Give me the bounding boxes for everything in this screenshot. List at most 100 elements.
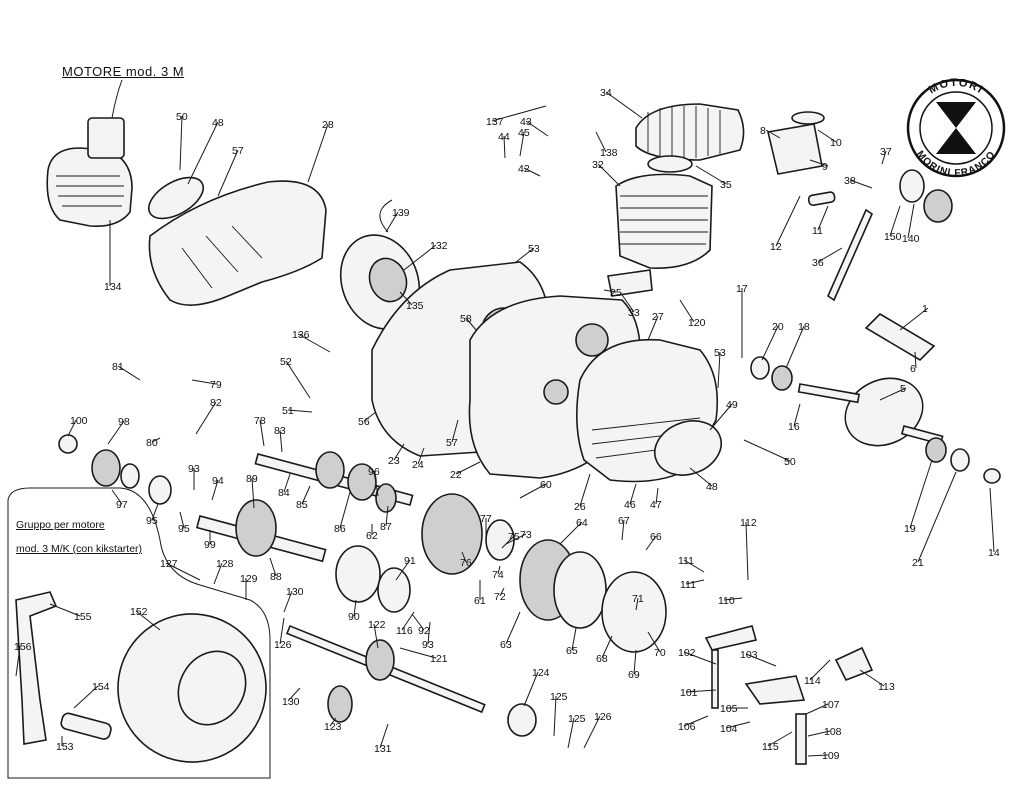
leader-line xyxy=(107,420,125,445)
leader-line xyxy=(427,621,431,645)
leader-line xyxy=(15,645,21,677)
part-number-label: 135 xyxy=(406,300,424,312)
leader-line xyxy=(817,247,843,263)
part-number-label: 72 xyxy=(494,591,506,603)
kickstart-cover-opening xyxy=(177,650,247,726)
part-number-label: 138 xyxy=(600,147,618,159)
leader-line xyxy=(519,483,547,499)
leader-line xyxy=(451,419,459,443)
part-number-label: 102 xyxy=(678,647,696,659)
side-cover xyxy=(148,180,327,306)
leader-line xyxy=(683,559,705,573)
part-number-label: 8 xyxy=(760,125,766,137)
leader-line xyxy=(179,511,185,529)
bracket-112 xyxy=(834,646,874,682)
selector-plate xyxy=(744,675,806,705)
part-number-label: 19 xyxy=(904,523,916,535)
part-number-label: 94 xyxy=(212,475,224,487)
leader-line xyxy=(179,115,183,171)
leader-line xyxy=(393,443,405,461)
leader-line xyxy=(523,671,539,707)
gear-90 xyxy=(335,545,381,603)
inset-frame xyxy=(7,487,271,779)
gear-91 xyxy=(377,567,411,613)
leader-line xyxy=(117,365,141,381)
part-number-label: 34 xyxy=(600,87,612,99)
kickstart-lever xyxy=(15,591,58,745)
head-gasket xyxy=(647,155,693,173)
leader-line xyxy=(899,307,929,331)
part-number-label: 85 xyxy=(296,499,308,511)
leader-line xyxy=(879,387,907,401)
part-number-label: 124 xyxy=(532,667,550,679)
bearing-95 xyxy=(148,475,172,505)
base-gasket xyxy=(607,269,653,297)
leader-line xyxy=(211,479,219,501)
nut-14 xyxy=(983,468,1001,484)
part-number-label: 125 xyxy=(550,691,568,703)
stud xyxy=(826,208,874,302)
part-number-label: 1 xyxy=(922,303,928,315)
part-number-label: 79 xyxy=(210,379,222,391)
leader-line xyxy=(525,120,549,137)
part-number-label: 83 xyxy=(274,425,286,437)
part-number-label: 97 xyxy=(116,499,128,511)
part-number-label: 66 xyxy=(650,531,662,543)
leader-line xyxy=(353,599,357,617)
part-number-label: 70 xyxy=(654,647,666,659)
part-number-label: 47 xyxy=(650,499,662,511)
main-shaft xyxy=(195,499,327,563)
part-number-label: 46 xyxy=(624,499,636,511)
leader-line xyxy=(399,291,413,306)
part-number-label: 42 xyxy=(518,163,530,175)
leader-line xyxy=(465,317,477,331)
pressure-plate xyxy=(601,571,667,653)
leader-line xyxy=(907,203,915,239)
part-number-label: 113 xyxy=(878,681,895,693)
part-number-label: 111 xyxy=(678,555,694,567)
leader-line xyxy=(743,439,791,462)
part-number-label: 22 xyxy=(450,469,462,481)
part-number-label: 48 xyxy=(212,117,224,129)
part-number-label: 122 xyxy=(368,619,386,631)
clutch-basket xyxy=(421,493,483,575)
leader-line xyxy=(567,717,575,749)
part-number-label: 75 xyxy=(508,531,520,543)
leader-line xyxy=(195,401,217,435)
leader-line xyxy=(914,351,917,369)
leader-line xyxy=(497,565,501,575)
leader-line xyxy=(67,419,77,437)
part-number-label: 130 xyxy=(286,586,304,598)
leader-line xyxy=(621,519,625,541)
leader-line xyxy=(917,471,957,563)
part-number-label: 153 xyxy=(56,741,74,753)
part-number-label: 110 xyxy=(718,595,735,607)
leader-line xyxy=(523,167,541,177)
part-number-label: 50 xyxy=(784,456,796,468)
part-number-label: 45 xyxy=(518,127,530,139)
part-number-label: 128 xyxy=(216,558,234,570)
leader-line xyxy=(989,487,995,553)
leader-line xyxy=(889,205,901,237)
leader-line xyxy=(807,754,829,757)
leader-line xyxy=(519,131,525,157)
part-number-label: 51 xyxy=(282,405,294,417)
gear-cluster-upper xyxy=(254,451,414,513)
leader-line xyxy=(601,635,613,659)
part-number-label: 130 xyxy=(282,696,300,708)
leader-line xyxy=(909,459,933,529)
part-number-label: 78 xyxy=(254,415,266,427)
leader-line xyxy=(285,360,311,399)
sprocket xyxy=(91,449,121,487)
leader-line xyxy=(307,123,329,183)
part-number-label: 108 xyxy=(824,726,842,738)
part-number-label: 155 xyxy=(74,611,92,623)
part-number-label: 56 xyxy=(358,416,370,428)
part-number-label: 127 xyxy=(160,558,178,570)
leader-line xyxy=(505,533,527,545)
crankshaft xyxy=(797,312,944,447)
leader-line xyxy=(461,551,467,563)
part-number-label: 68 xyxy=(596,653,608,665)
